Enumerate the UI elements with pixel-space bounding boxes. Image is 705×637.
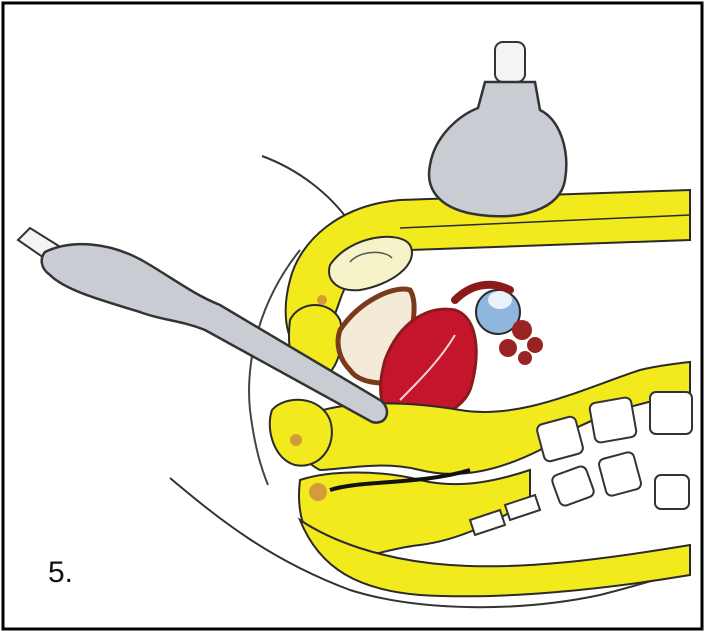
figure-number-label: 5. (48, 556, 73, 590)
pubic-marker (317, 295, 327, 305)
ovary-follicle (488, 291, 512, 309)
perineal-marker (290, 434, 302, 446)
anal-marker (309, 483, 327, 501)
fimbria-4 (518, 351, 532, 365)
fimbria-2 (499, 339, 517, 357)
abdominal-probe (429, 42, 566, 216)
perineal-body (270, 400, 332, 466)
abdominal-skin-line (262, 156, 348, 220)
fimbria-1 (512, 320, 532, 340)
fimbria-3 (527, 337, 543, 353)
